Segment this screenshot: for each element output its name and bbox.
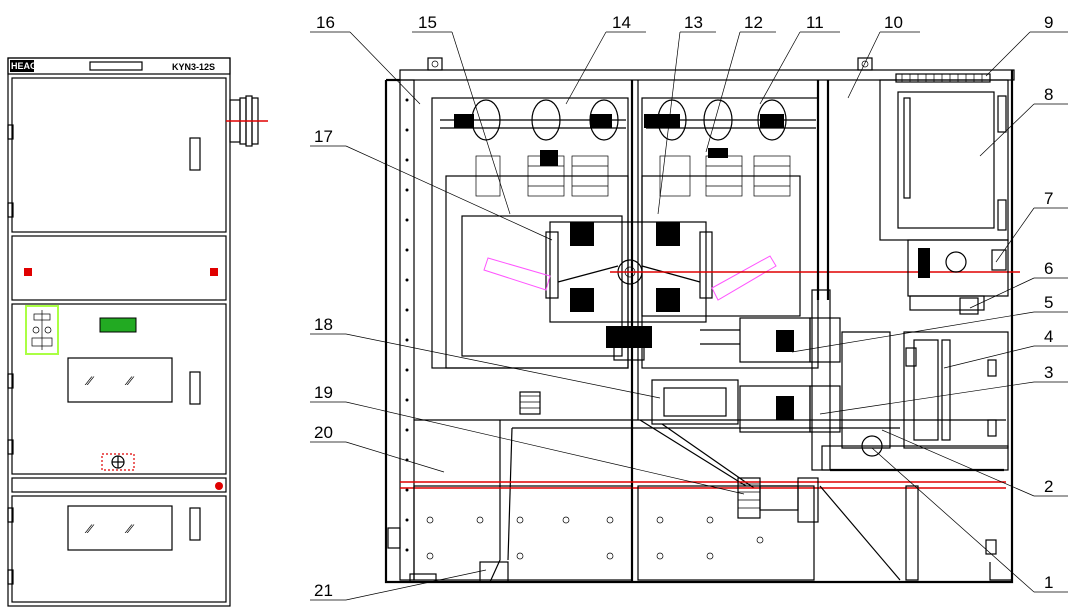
callout-20: 20 [310, 423, 445, 473]
mimic-diagram-panel [25, 305, 59, 355]
busbar-insulators-right [644, 99, 816, 158]
callout-13: 13 [657, 13, 716, 215]
lower-contact-arm [739, 385, 841, 433]
side-bushing [226, 95, 268, 147]
mimic-symbols [31, 310, 53, 350]
front-wall-rivets [405, 98, 409, 552]
callout-2: 2 [881, 429, 1068, 497]
callout-4: 4 [943, 327, 1068, 369]
pink-swing-left [483, 257, 551, 291]
cabinet-outer-frame [384, 70, 1014, 584]
svg-text:13: 13 [684, 13, 703, 32]
racking-port [101, 453, 135, 471]
svg-text:6: 6 [1044, 259, 1053, 278]
cable-compartment-door [11, 495, 227, 603]
status-indicator-green [99, 317, 137, 333]
door-handle-middle [189, 371, 201, 405]
svg-text:9: 9 [1044, 13, 1053, 32]
svg-text:⁄⁄: ⁄⁄ [84, 374, 95, 388]
breaker-compartment-door [11, 303, 227, 475]
callout-18: 18 [310, 315, 661, 399]
callouts: 16 15 14 13 12 11 10 9 8 7 6 5 4 3 2 1 1… [310, 13, 1068, 601]
brand-text: HEAG [11, 61, 37, 71]
svg-text:⁄⁄: ⁄⁄ [124, 522, 135, 536]
cable-window [67, 505, 173, 551]
nameplate-slot [89, 61, 143, 71]
lifting-lug-left [427, 57, 443, 71]
vent-grille [895, 73, 991, 83]
nameplate-strip [7, 57, 231, 75]
callout-12: 12 [705, 13, 776, 153]
svg-text:10: 10 [884, 13, 903, 32]
indicator-right [210, 268, 218, 276]
callout-21: 21 [310, 569, 487, 601]
callout-10: 10 [847, 13, 920, 99]
roof-line [399, 69, 1015, 81]
callout-11: 11 [759, 13, 840, 105]
brand-logo [10, 60, 34, 72]
busbar-compartment-door [11, 77, 227, 233]
breaker-window [67, 357, 173, 403]
earthing-switch [821, 445, 1009, 471]
svg-text:12: 12 [744, 13, 763, 32]
front-wall [399, 79, 415, 581]
svg-text:16: 16 [316, 13, 335, 32]
door-handle-bottom [189, 507, 201, 541]
indicator-left [24, 268, 32, 276]
svg-text:17: 17 [314, 127, 333, 146]
door-handle-top [189, 137, 201, 171]
callout-15: 15 [412, 13, 511, 215]
lifting-lug-right [857, 57, 873, 71]
bracket-6 [909, 295, 985, 311]
svg-text:11: 11 [806, 13, 824, 32]
relay-box [879, 79, 1009, 241]
lower-strip [11, 477, 227, 493]
svg-text:8: 8 [1044, 85, 1053, 104]
svg-text:15: 15 [418, 13, 437, 32]
callout-5: 5 [791, 293, 1068, 353]
svg-text:14: 14 [612, 13, 631, 32]
callout-1: 1 [871, 447, 1068, 593]
lower-indicator [215, 482, 223, 490]
spout-column [811, 289, 831, 471]
callout-7: 7 [995, 189, 1068, 263]
svg-text:21: 21 [314, 581, 333, 600]
callout-6: 6 [969, 259, 1068, 309]
busbar-insulators-left [440, 99, 626, 166]
cable-compartment-left [413, 485, 633, 581]
svg-text:18: 18 [314, 315, 333, 334]
callout-19: 19 [310, 383, 745, 495]
compartment-bolts [426, 516, 764, 560]
svg-text:20: 20 [314, 423, 333, 442]
ribbed-insulators [475, 155, 791, 197]
cable-compartment-right [637, 485, 815, 581]
svg-text:3: 3 [1044, 363, 1053, 382]
svg-text:5: 5 [1044, 293, 1053, 312]
disconnector-assembly [545, 221, 713, 361]
svg-text:⁄⁄: ⁄⁄ [84, 522, 95, 536]
upper-contact-arm [700, 317, 841, 363]
callout-17: 17 [310, 127, 553, 241]
breaker-truck [903, 331, 1009, 449]
callout-16: 16 [310, 13, 421, 105]
front-view: HEAG KYN3-12S ⁄⁄ [7, 57, 268, 607]
callout-8: 8 [979, 85, 1068, 157]
callout-3: 3 [819, 363, 1068, 415]
svg-text:⁄⁄: ⁄⁄ [124, 374, 135, 388]
svg-text:4: 4 [1044, 327, 1053, 346]
svg-text:2: 2 [1044, 477, 1053, 496]
floor-bracket [409, 573, 437, 583]
svg-text:1: 1 [1044, 573, 1053, 592]
current-transformer [651, 379, 739, 425]
svg-text:19: 19 [314, 383, 333, 402]
callout-14: 14 [565, 13, 646, 105]
model-text: KYN3-12S [172, 62, 215, 72]
pink-swing-right [711, 255, 777, 301]
callout-9: 9 [985, 13, 1068, 77]
instrument-strip [11, 235, 227, 301]
svg-text:7: 7 [1044, 189, 1053, 208]
section-view [384, 57, 1020, 584]
